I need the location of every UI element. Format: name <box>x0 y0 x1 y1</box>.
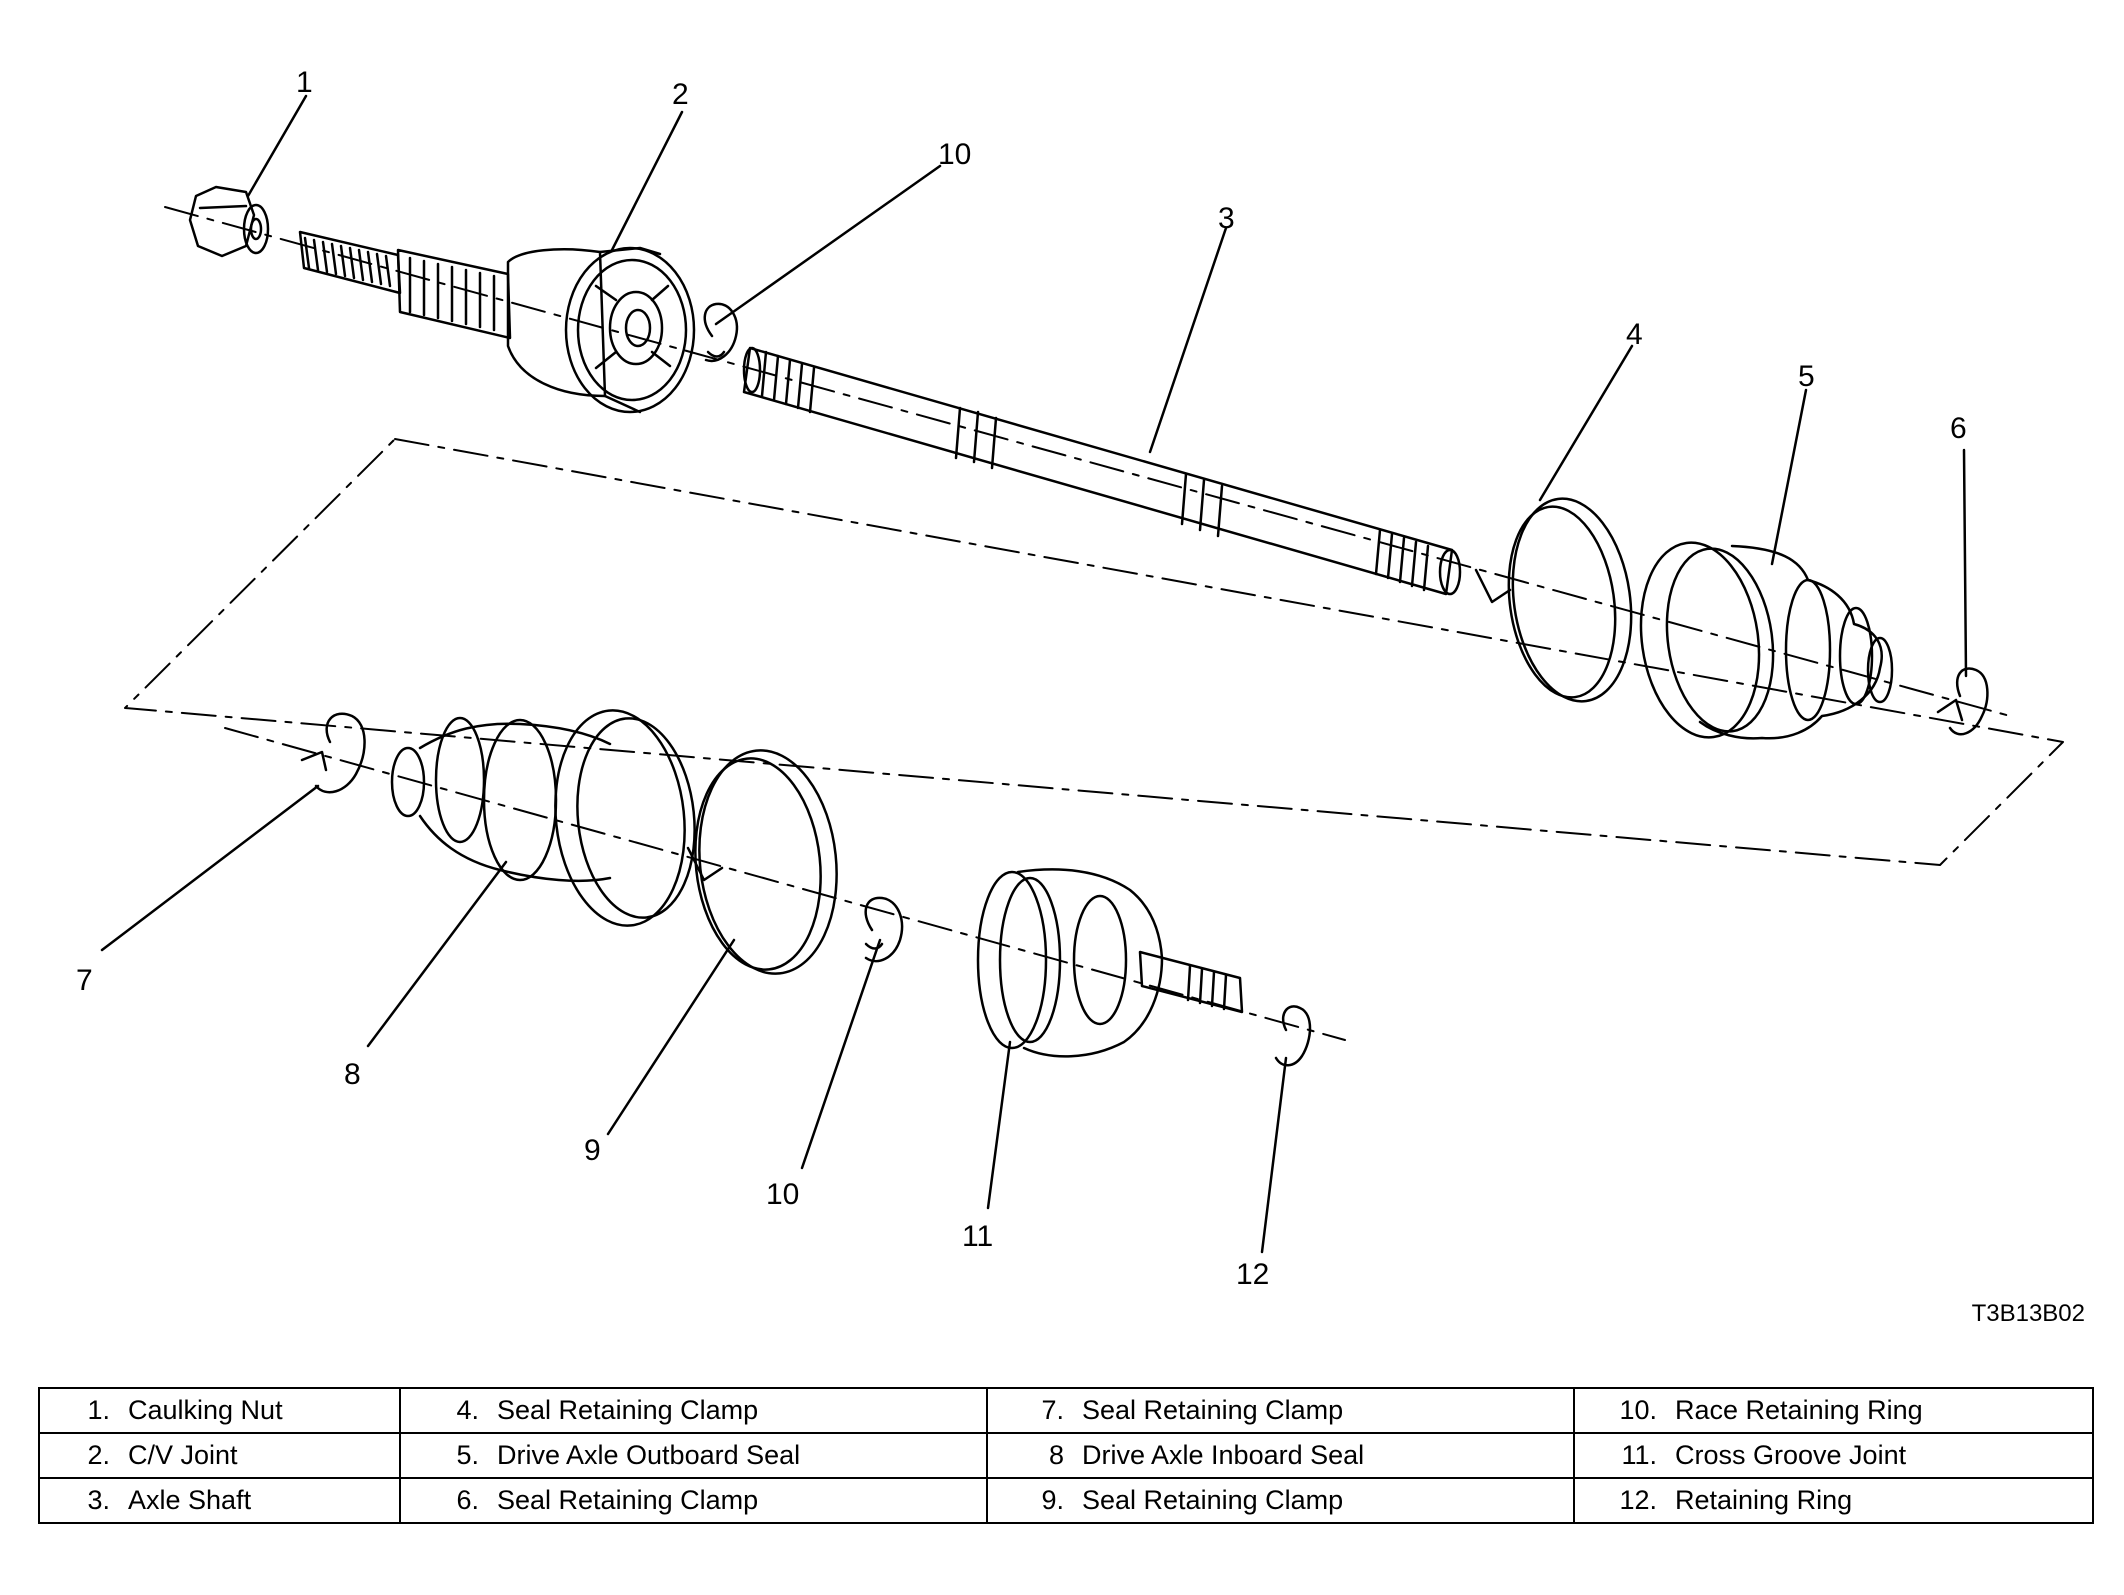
callout-7: 7 <box>76 964 93 997</box>
leader-lines <box>100 94 1968 1254</box>
legend-item-number: 3. <box>87 1485 110 1515</box>
legend-item-number: 9. <box>1041 1485 1064 1515</box>
legend-cell: 4. Seal Retaining Clamp <box>399 1387 988 1434</box>
callout-8: 8 <box>344 1058 361 1091</box>
legend-item-number: 2. <box>87 1440 110 1470</box>
seal-retaining-clamp-7 <box>300 712 366 794</box>
legend-cell: 5. Drive Axle Outboard Seal <box>399 1432 988 1479</box>
legend-cell: 11. Cross Groove Joint <box>1573 1432 2094 1479</box>
race-retaining-ring-lower <box>864 896 904 963</box>
legend-item-number: 1. <box>87 1395 110 1425</box>
callout-2: 2 <box>672 78 689 111</box>
legend-item-number: 4. <box>456 1395 479 1425</box>
caulking-nut <box>188 185 270 258</box>
legend-item-label: Seal Retaining Clamp <box>1082 1395 1344 1425</box>
legend-cell: 10. Race Retaining Ring <box>1573 1387 2094 1434</box>
legend-cell: 1. Caulking Nut <box>38 1387 401 1434</box>
callout-12: 12 <box>1236 1258 1269 1291</box>
legend-item-label: Seal Retaining Clamp <box>497 1395 759 1425</box>
legend-item-number: 6. <box>456 1485 479 1515</box>
legend-item-label: Retaining Ring <box>1675 1485 1853 1515</box>
legend-row: 3. Axle Shaft 6. Seal Retaining Clamp 9. Seal… <box>38 1477 2094 1524</box>
callout-3: 3 <box>1218 202 1235 235</box>
figure-code: T3B13B02 <box>1971 1300 2085 1327</box>
legend-cell: 6. Seal Retaining Clamp <box>399 1477 988 1524</box>
legend-item-label: Drive Axle Outboard Seal <box>497 1440 801 1470</box>
drive-axle-outboard-seal <box>1639 541 1894 740</box>
callout-6: 6 <box>1950 412 1967 445</box>
legend-item-number: 8 <box>1048 1440 1064 1470</box>
inboard-group-outline <box>124 438 2064 866</box>
retaining-ring <box>1274 1005 1312 1067</box>
callout-5: 5 <box>1798 360 1815 393</box>
callout-10-upper: 10 <box>938 138 971 171</box>
callout-9: 9 <box>584 1134 601 1167</box>
drive-axle-inboard-seal <box>390 709 696 927</box>
legend-item-label: Cross Groove Joint <box>1675 1440 1907 1470</box>
callout-10-lower: 10 <box>766 1178 799 1211</box>
legend-cell: 8 Drive Axle Inboard Seal <box>986 1432 1575 1479</box>
legend-row: 1. Caulking Nut 4. Seal Retaining Clamp 7. Se… <box>38 1387 2094 1434</box>
legend-cell: 9. Seal Retaining Clamp <box>986 1477 1575 1524</box>
legend-item-label: Caulking Nut <box>128 1395 283 1425</box>
legend-item-label: Axle Shaft <box>128 1485 252 1515</box>
legend-cell: 7. Seal Retaining Clamp <box>986 1387 1575 1434</box>
legend-item-number: 5. <box>456 1440 479 1470</box>
legend-item-number: 10. <box>1619 1395 1657 1425</box>
callout-1: 1 <box>296 66 313 99</box>
callout-11: 11 <box>962 1220 993 1253</box>
exploded-axle-diagram: 1 2 10 3 4 5 6 7 8 9 10 11 12 <box>76 66 2064 1291</box>
axle-shaft <box>742 346 1462 596</box>
callout-4: 4 <box>1626 318 1643 351</box>
seal-retaining-clamp-4 <box>1474 497 1633 703</box>
legend-item-number: 7. <box>1041 1395 1064 1425</box>
cross-groove-joint <box>976 868 1244 1058</box>
callout-numbers: 1 2 10 3 4 5 6 7 8 9 10 11 12 <box>76 66 1967 1291</box>
seal-retaining-clamp-9 <box>686 749 838 975</box>
legend-cell: 3. Axle Shaft <box>38 1477 401 1524</box>
legend-item-number: 11. <box>1621 1440 1657 1470</box>
legend-item-label: Seal Retaining Clamp <box>497 1485 759 1515</box>
legend-item-label: Race Retaining Ring <box>1675 1395 1923 1425</box>
legend-cell: 12. Retaining Ring <box>1573 1477 2094 1524</box>
seal-retaining-clamp-6 <box>1936 667 1989 736</box>
legend-item-label: Seal Retaining Clamp <box>1082 1485 1344 1515</box>
legend-item-label: C/V Joint <box>128 1440 238 1470</box>
legend-row: 2. C/V Joint 5. Drive Axle Outboard Seal 8 Dr… <box>38 1432 2094 1479</box>
legend-cell: 2. C/V Joint <box>38 1432 401 1479</box>
legend-item-label: Drive Axle Inboard Seal <box>1082 1440 1365 1470</box>
cv-joint <box>298 230 696 414</box>
parts-legend-table: 1. Caulking Nut 4. Seal Retaining Clamp 7. Se… <box>38 1387 2094 1524</box>
legend-item-number: 12. <box>1619 1485 1657 1515</box>
center-axis-lines <box>164 206 2011 1041</box>
